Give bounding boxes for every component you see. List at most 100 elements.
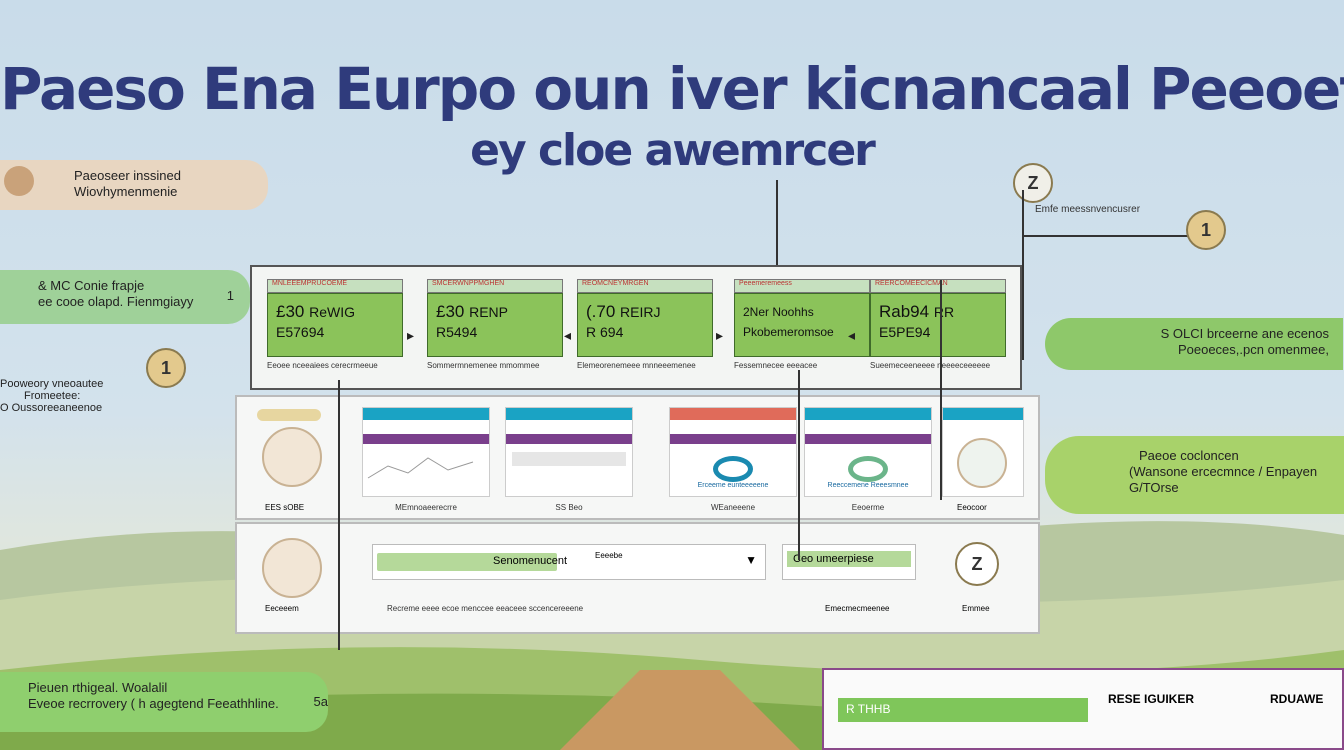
kpi-card-1[interactable]: MNLEEEMPRUCOEME £30 ReWIG E57694 Eeoee n… [267,279,403,375]
progress-fill [377,553,557,571]
connector-mid-2 [798,370,800,560]
hand-coin-icon [262,538,322,598]
bottom-icon-caption: Eeceeem [265,604,299,613]
middle-icon-caption: EES sOBE [265,503,305,512]
progress-panel: Eeceeem Senomenucent Eeeebe ▼ Recreme ee… [235,522,1040,634]
right-callout-2-line-1: Paeoe cocloncen [1139,448,1239,463]
left-bottom-line-1: Pieuen rthigeal. Woalalil [28,680,168,695]
line-chart-icon [367,457,474,479]
kpi-value: (.70 [586,302,616,321]
arrow-icon: ▸ [716,327,724,343]
kpi-card-4[interactable]: Peeemeremeess 2Ner Noohhs Pkobemeromsoe … [734,279,870,375]
left-note: Pooweory vneoautee Fromeetee: O Oussoree… [0,378,120,414]
ring-chart-icon [848,456,888,482]
card-caption: SS Beo [555,503,583,512]
step-badge-left: 1 [146,348,186,388]
card-caption: WEaneeene [710,503,756,512]
page-title: Paeso Ena Eurpo oun iver kicnancaal Peeo… [0,55,1344,123]
kpi-tab: REERCOMEECICMAN [870,279,1006,293]
kpi-caption: Elemeorenemeee mnneeemenee [577,361,696,370]
kpi-card-2[interactable]: SMCERWNPPMGHEN £30 RENP R5494 Sommermnem… [427,279,563,375]
kpi-unit: RENP [469,304,509,320]
card-caption: Eeoerme [851,503,885,512]
middle-icon2-caption: Eeocoor [957,503,987,512]
arrow-icon: ▸ [407,327,415,343]
callout-1-icon [4,166,34,196]
left-note-line-1: Pooweory vneoautee [0,378,104,390]
connector-top-right [1022,235,1192,237]
card-placeholder [512,452,626,466]
fingerprint-icon [957,438,1007,488]
arrow-icon: ◂ [564,327,572,343]
left-bottom-badge: 5a [313,694,328,709]
gear-hand-icon [262,427,322,487]
card-label: Reeccemene Reeesmnee [827,482,909,489]
step-badge-top-right: Z [1013,163,1053,203]
kpi-caption: Sommermnemenee mmommee [427,361,540,370]
card-subheader [670,434,796,444]
kpi-card-5[interactable]: REERCOMEECICMAN Rab94 RR E5PE94 Sueemece… [870,279,1006,375]
step-badge-right: 1 [1186,210,1226,250]
kpi-value: 2Ner Noohhs [743,305,814,319]
icon-bar [257,409,321,421]
left-note-line-2: Fromeetee: [24,390,81,402]
chart-card-4[interactable]: Reeccemene Reeesmnee Eeoerme [804,407,932,512]
kpi-tab: SMCERWNPPMGHEN [427,279,563,293]
progress-label-2: Eeeebe [595,551,623,560]
card-header [670,408,796,420]
progress-label: Senomenucent [493,555,567,567]
callout-1-sub: Wiovhymenmenie [74,184,178,199]
step-badge-bottom-right: Z [955,542,999,586]
kpi-caption: Fessemnecee eeeacee [734,361,818,370]
kpi-value-2: R5494 [436,324,478,340]
kpi-caption: Eeoee nceeaiees cerecrmeeue [267,361,378,370]
right-callout-1-line-2: Poeoeces,.pcn omenmee, [1177,342,1329,357]
top-right-caption: Emfe meessnvencusrer [1035,204,1141,215]
card-header [506,408,632,420]
chart-card-2[interactable]: SS Beo [505,407,633,512]
chart-card-5[interactable] [942,407,1024,497]
callout-2-title: & MC Conie frapje [38,278,145,293]
ring-chart-icon [713,456,753,482]
kpi-value: Rab94 [879,302,930,321]
left-callout-2: & MC Conie frapje ee cooe olapd. Fienmgi… [0,270,250,324]
kpi-panel: MNLEEEMPRUCOEME £30 ReWIG E57694 Eeoee n… [250,265,1022,390]
card-caption: MEmnoaeerecrre [395,503,457,512]
left-note-line-3: O Oussoreeaneenoe [0,402,103,414]
connector-title-down [776,180,778,265]
kpi-value-2: Pkobemeromsoe [743,325,834,339]
kpi-value-2: R 694 [586,324,624,340]
chart-card-3[interactable]: Erceeme eunteeeeene WEaneeene [669,407,797,512]
right-callout-2: Paeoe cocloncen (Wansone ercecmnce / Enp… [1045,436,1344,514]
label-box[interactable]: Ceo umeerpiese [782,544,916,580]
bottom-caption: Recreme eeee ecoe menccee eeaceee sccenc… [387,604,584,613]
callout-1-title: Paeoseer inssined [74,168,181,183]
right-callout-1: S OLCI brceerne ane ecenos Poeoeces,.pcn… [1045,318,1343,370]
card-label: Erceeme eunteeeeene [697,482,769,489]
kpi-tab: REOMCNEYMRGEN [577,279,713,293]
kpi-value-2: E5PE94 [879,324,931,340]
right-callout-2-line-2: (Wansone ercecmnce / Enpayen G/TOrse [1129,464,1318,495]
kpi-tab: MNLEEEMPRUCOEME [267,279,403,293]
chevron-down-icon[interactable]: ▼ [745,553,757,567]
page-subtitle: ey cloe awemrcer [470,125,876,176]
summary-tag: R THHB [838,698,1088,722]
summary-card: R THHB RESE IGUIKER RDUAWE [822,668,1344,750]
kpi-card-3[interactable]: REOMCNEYMRGEN (.70 REIRJ R 694 Elemeoren… [577,279,713,375]
callout-2-badge: 1 [226,288,234,303]
chart-card-1[interactable]: MEmnoaeerecrre [362,407,490,512]
summary-col-1-title: RESE IGUIKER [1108,692,1195,706]
kpi-value: £30 [436,302,465,321]
left-bottom-callout: Pieuen rthigeal. Woalalil Eveoe recrrove… [0,672,328,732]
progress-track[interactable]: Senomenucent Eeeebe ▼ [372,544,766,580]
left-bottom-line-2: Eveoe recrrovery ( h agegtend Feeathhlin… [28,696,279,711]
connector-mid-3 [940,280,942,500]
kpi-unit: REIRJ [620,304,661,320]
kpi-value-2: E57694 [276,324,325,340]
connector-right-down [1022,190,1024,360]
card-header [805,408,931,420]
summary-col-2-title: RDUAWE [1270,692,1324,706]
card-header [363,408,489,420]
right-callout-1-line-1: S OLCI brceerne ane ecenos [1160,326,1329,341]
kpi-unit: RR [933,304,955,320]
